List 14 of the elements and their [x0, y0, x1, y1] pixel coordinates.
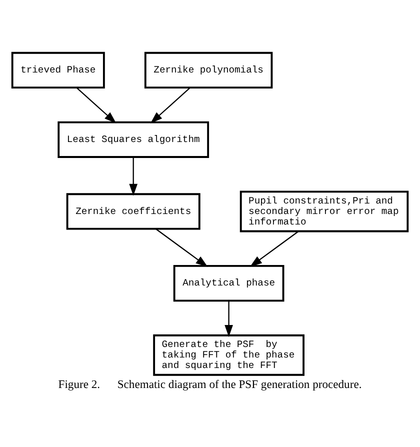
node-box: Least Squares algorithm [58, 120, 210, 158]
arrow [76, 86, 116, 123]
arrow [150, 86, 190, 123]
node-box: Generate the PSF by taking FFT of the phase and squaring the FFT [153, 334, 304, 376]
node-box: Pupil constraints,Pri and secondary mirror error map informatio [240, 190, 409, 232]
node-box: Analytical phase [173, 264, 284, 302]
arrow [156, 228, 208, 266]
caption: Figure 2. Schematic diagram of the PSF generation procedure. [58, 378, 362, 391]
arrow [129, 156, 138, 196]
arrow [224, 300, 233, 336]
node-box: Zernike polynomials [144, 51, 273, 88]
node-box: Zernike coefficients [66, 192, 200, 230]
node-box: trieved Phase [11, 51, 105, 88]
arrow [250, 230, 299, 266]
